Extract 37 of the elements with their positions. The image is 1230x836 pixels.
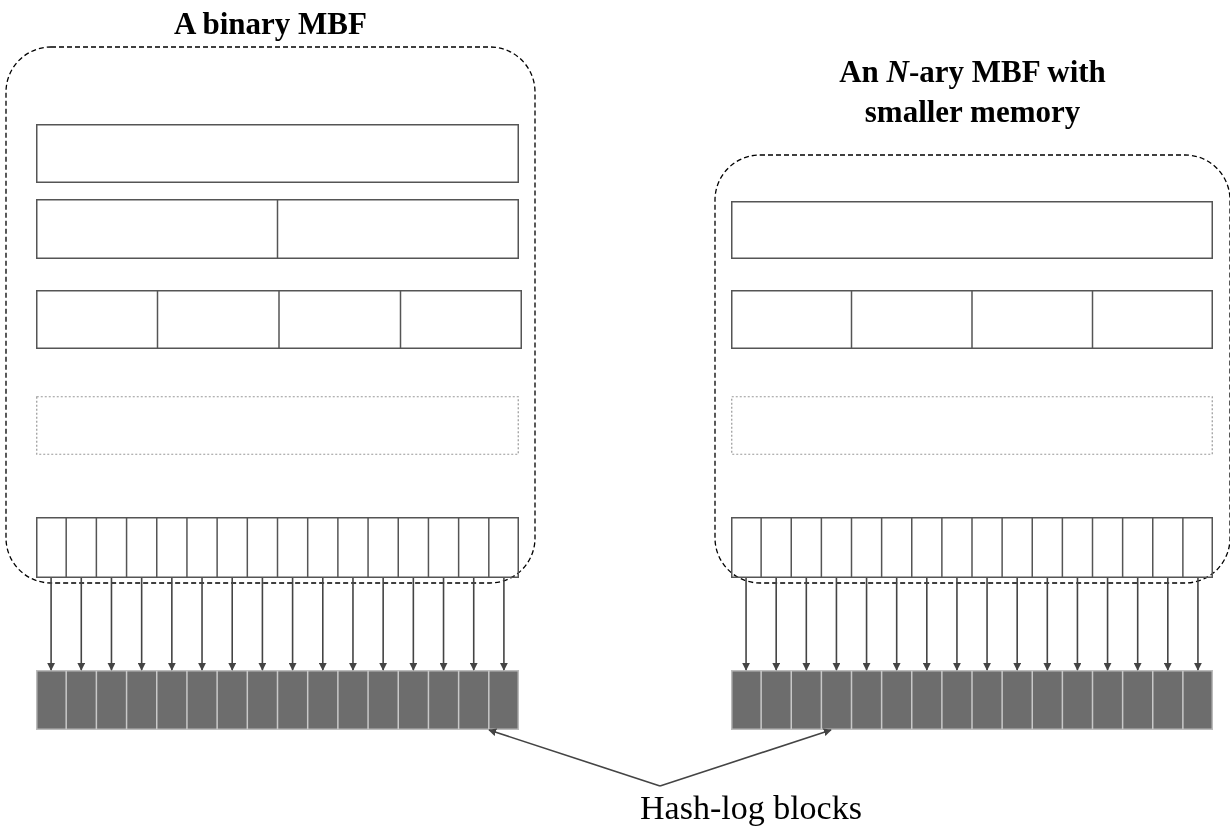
arrow [198,577,207,671]
arrow [167,577,176,671]
arrow [922,577,931,671]
arrow [228,577,237,671]
arrow [1073,577,1082,671]
arrow [1103,577,1112,671]
diagram-heading: An N-ary MBF with smaller memory [838,53,1107,131]
arrow [47,577,56,671]
arrow [892,577,901,671]
arrow [137,577,146,671]
arrow [772,577,781,671]
callout-label: Hash-log blocks [640,788,863,828]
arrow [742,577,751,671]
diagram-heading: A binary MBF [173,5,368,43]
arrow [1163,577,1172,671]
arrow [802,577,811,671]
arrow [288,577,297,671]
arrow [832,577,841,671]
arrow [77,577,86,671]
arrow [1043,577,1052,671]
arrow [488,728,661,787]
arrow [379,577,388,671]
arrow [439,577,448,671]
arrow [469,577,478,671]
arrow [499,577,508,671]
arrow [258,577,267,671]
arrow [1133,577,1142,671]
arrow [318,577,327,671]
arrow [952,577,961,671]
arrow [659,728,832,787]
arrow [1013,577,1022,671]
arrow [983,577,992,671]
arrow [107,577,116,671]
arrow [348,577,357,671]
arrow [409,577,418,671]
arrow [862,577,871,671]
arrow [1193,577,1202,671]
